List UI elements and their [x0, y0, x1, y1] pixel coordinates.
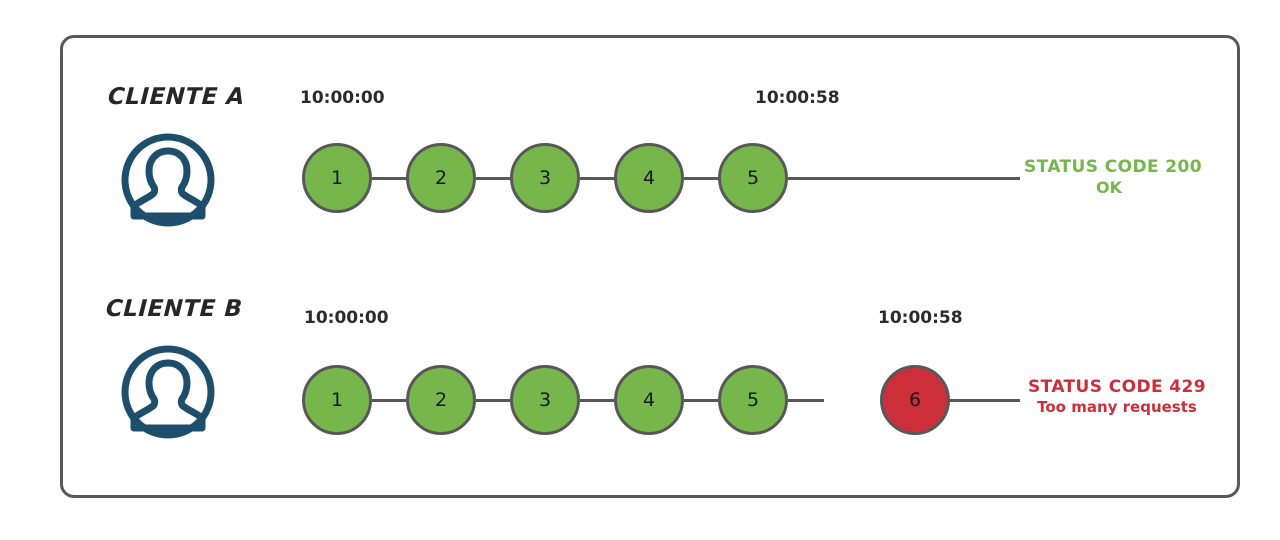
- request-node[interactable]: 3: [510, 365, 580, 435]
- user-avatar-icon: [118, 130, 218, 234]
- request-node-blocked[interactable]: 6: [880, 365, 950, 435]
- connector-b-1: [372, 399, 408, 402]
- request-node[interactable]: 5: [718, 365, 788, 435]
- request-node[interactable]: 4: [614, 143, 684, 213]
- request-node[interactable]: 2: [406, 143, 476, 213]
- request-node[interactable]: 2: [406, 365, 476, 435]
- connector-a-tail: [788, 177, 1020, 180]
- timestamp-end-a: 10:00:58: [755, 88, 840, 108]
- status-code-b: STATUS CODE 429: [1028, 377, 1206, 397]
- status-badge-a: STATUS CODE 200 OK: [1024, 157, 1202, 198]
- connector-b-3: [580, 399, 616, 402]
- connector-a-3: [580, 177, 616, 180]
- timestamp-end-b: 10:00:58: [878, 308, 963, 328]
- status-code-a: STATUS CODE 200: [1024, 157, 1202, 177]
- client-label-b: CLIENTE B: [105, 296, 244, 322]
- request-node[interactable]: 4: [614, 365, 684, 435]
- status-badge-b: STATUS CODE 429 Too many requests: [1022, 377, 1212, 417]
- connector-a-4: [684, 177, 720, 180]
- user-avatar-icon: [118, 342, 218, 446]
- timestamp-start-a: 10:00:00: [300, 88, 385, 108]
- status-message-a: OK: [1096, 178, 1122, 198]
- status-message-b: Too many requests: [1037, 398, 1197, 417]
- request-node[interactable]: 1: [302, 365, 372, 435]
- connector-b-5: [788, 399, 824, 402]
- connector-b-2: [476, 399, 512, 402]
- connector-b-tail: [892, 399, 1020, 402]
- connector-a-2: [476, 177, 512, 180]
- timestamp-start-b: 10:00:00: [304, 308, 389, 328]
- request-node[interactable]: 5: [718, 143, 788, 213]
- connector-b-4: [684, 399, 720, 402]
- request-node[interactable]: 1: [302, 143, 372, 213]
- connector-a-1: [372, 177, 408, 180]
- request-node[interactable]: 3: [510, 143, 580, 213]
